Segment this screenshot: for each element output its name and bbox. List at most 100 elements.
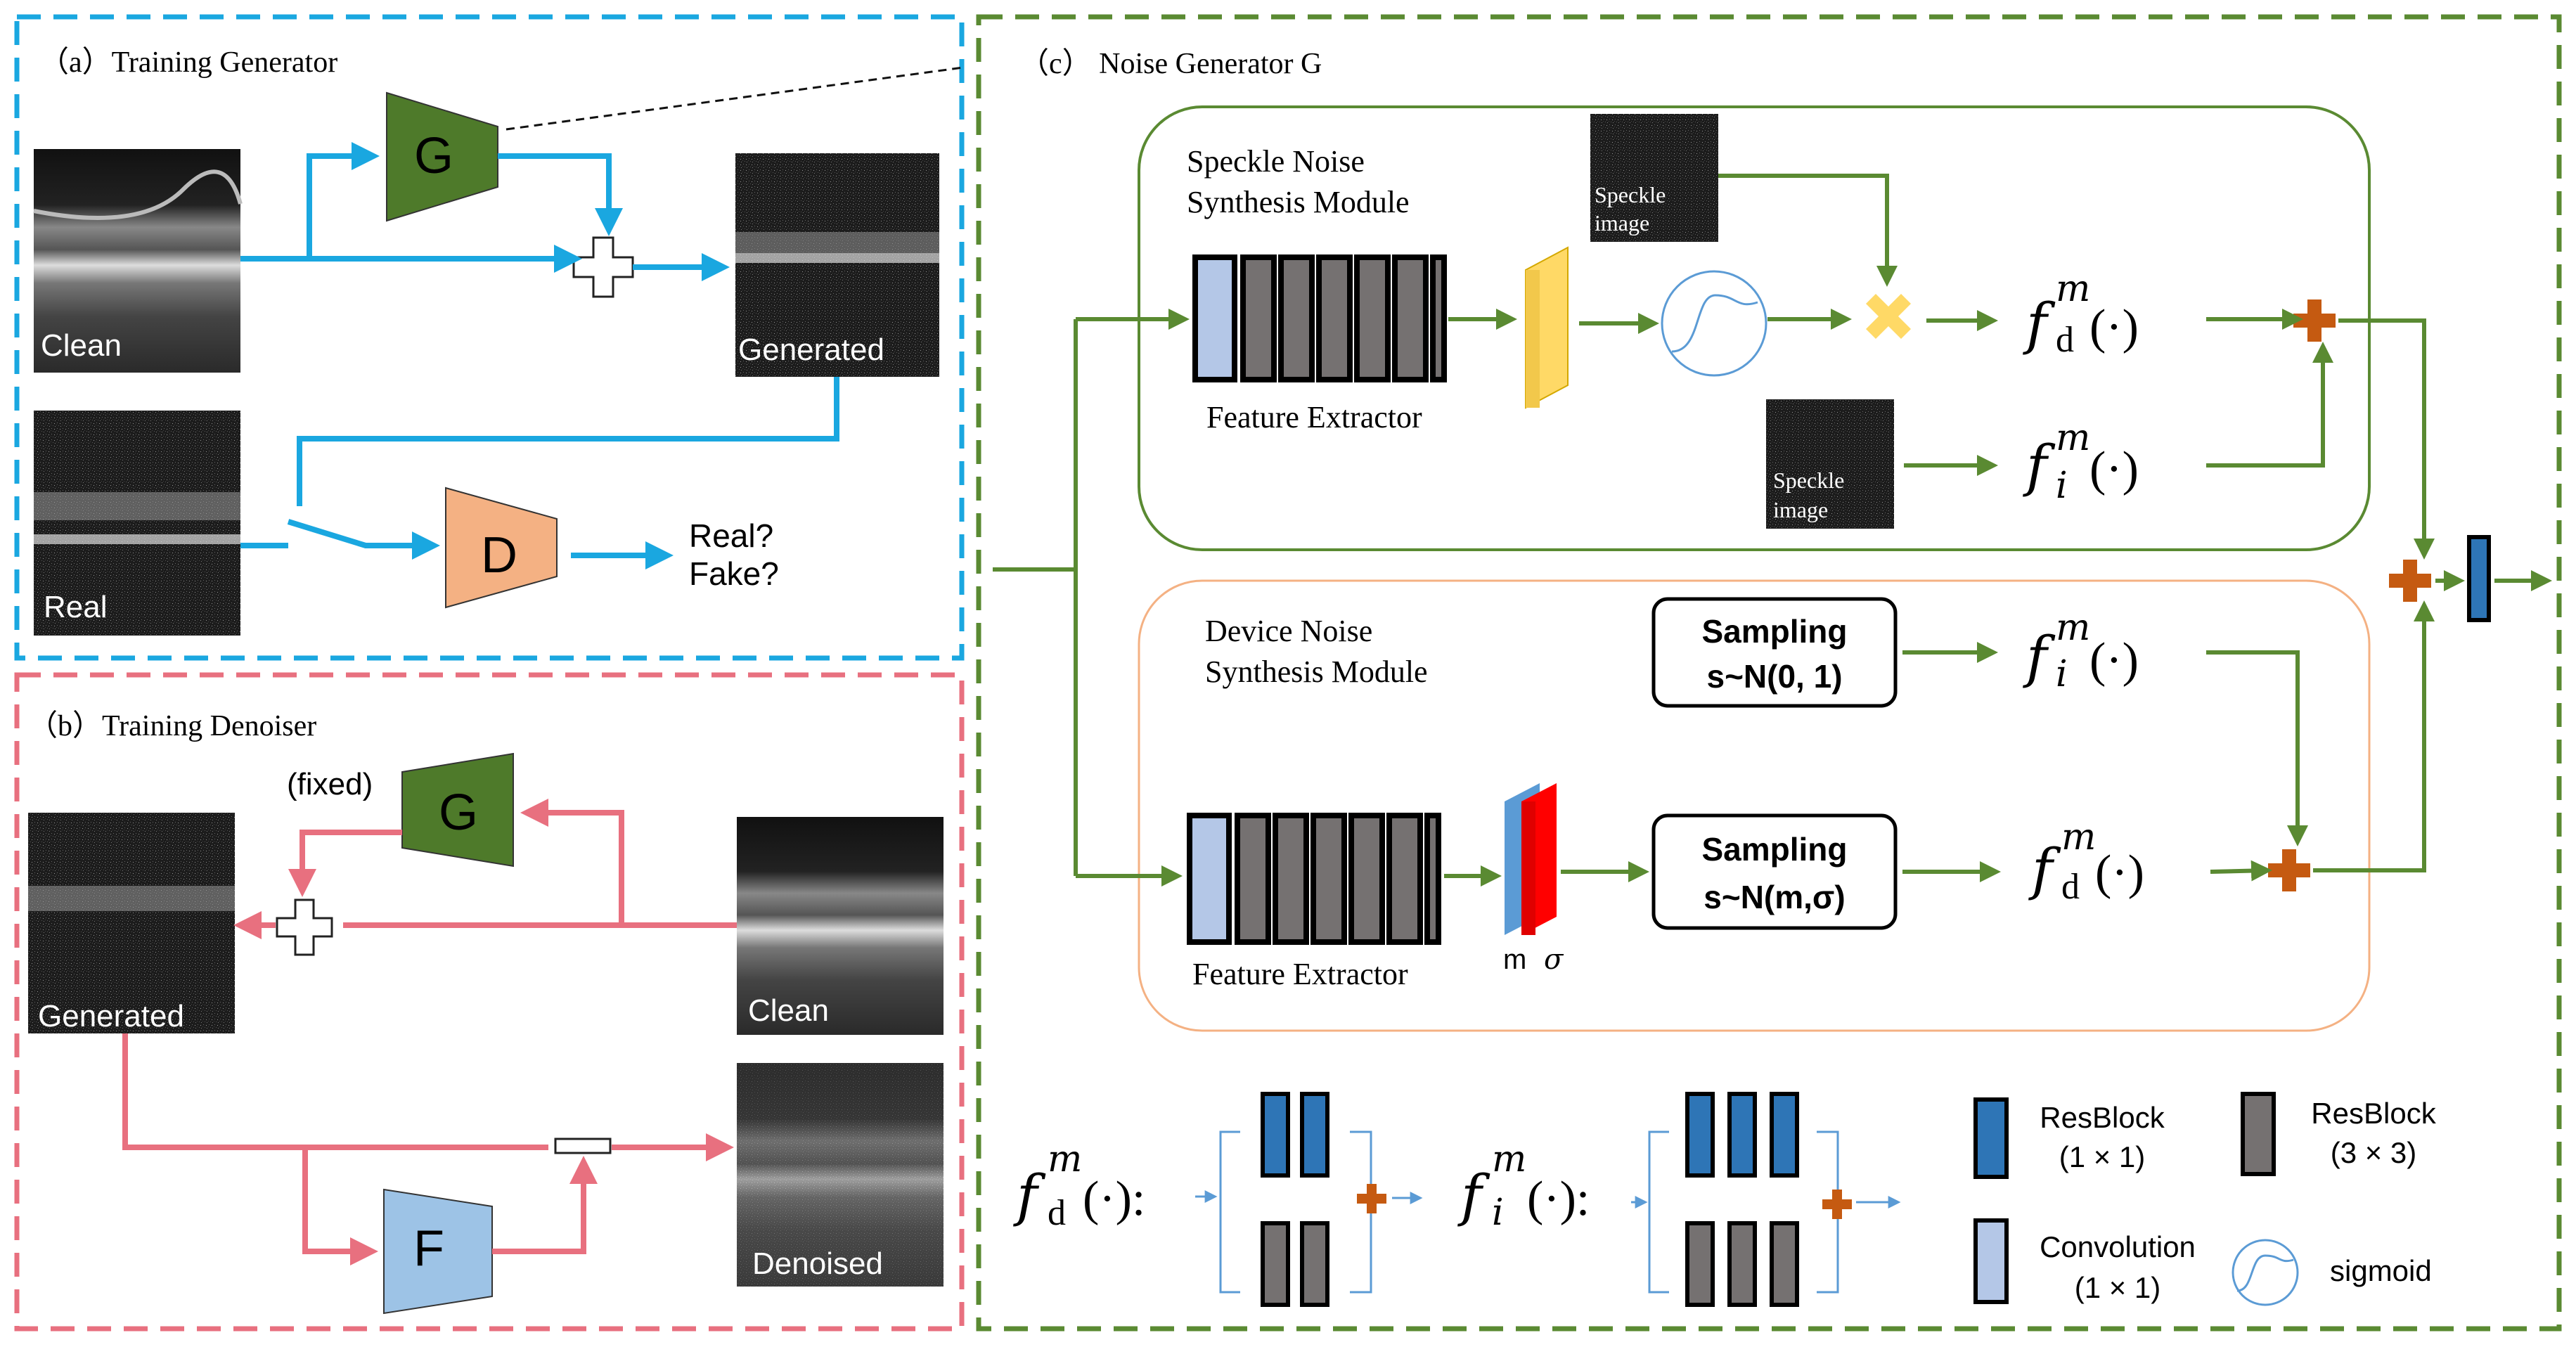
fixed-label: (fixed): [287, 767, 373, 801]
legend-fd-structure: [1195, 1092, 1423, 1307]
generator-block-b: [401, 752, 514, 868]
svg-text:i: i: [1492, 1192, 1504, 1234]
svg-text:d: d: [1048, 1193, 1066, 1233]
svg-text:m: m: [2056, 607, 2090, 649]
sum-node-final: [2389, 560, 2431, 602]
legend-fi-structure: [1631, 1092, 1901, 1307]
sampling-bottom-formula: s~N(m,σ): [1704, 879, 1845, 915]
svg-text:m: m: [2061, 816, 2096, 858]
clean-oct-image: [33, 149, 243, 373]
legend-resblock-3x3-size: (3 × 3): [2331, 1136, 2417, 1169]
panel-b-frame: [14, 672, 965, 1332]
speckle-image-bottom: [1766, 399, 1894, 529]
panel-b-title: （b）Training Denoiser: [28, 710, 316, 742]
panel-c-title: （c） Noise Generator G: [1019, 48, 1322, 80]
svg-text:i: i: [2056, 465, 2068, 507]
clean-label-b: Clean: [748, 993, 829, 1028]
feature-extractor-bottom: [1187, 813, 1441, 945]
discriminator-block: [445, 486, 558, 609]
feature-extractor-top-label: Feature Extractor: [1206, 400, 1422, 434]
fd-function-device: f m d (·): [2028, 816, 2144, 907]
legend-conv-swatch: [1973, 1218, 2009, 1304]
panel-b-connections: [122, 799, 737, 1265]
output-conv-block: [2467, 535, 2491, 622]
subtract-node: [554, 1137, 612, 1154]
speckle-image-bottom-label-2: image: [1773, 497, 1828, 522]
feature-extractor-top: [1192, 254, 1447, 382]
svg-text:f: f: [2023, 433, 2056, 498]
feature-map-yellow: [1525, 246, 1569, 409]
fd-function-top: f m d (·): [2023, 268, 2139, 360]
generator-label-a: G: [414, 128, 453, 184]
output-real: Real?: [689, 517, 773, 554]
generator-block-a: [386, 91, 498, 222]
svg-text:(·): (·): [2089, 300, 2139, 354]
svg-text:f: f: [2023, 624, 2056, 690]
panel-c-frame: [976, 14, 2562, 1332]
legend-resblock-3x3-swatch: [2241, 1092, 2276, 1176]
multiply-icon: [1866, 294, 1911, 339]
output-fake: Fake?: [689, 555, 779, 592]
sum-node-device: [2268, 849, 2310, 891]
legend-conv-label: Convolution: [2040, 1230, 2196, 1263]
sigma-label: σ: [1544, 943, 1564, 976]
sampling-box-top: [1651, 597, 1898, 708]
svg-text:i: i: [2056, 653, 2068, 695]
sampling-top-title: Sampling: [1701, 613, 1847, 650]
discriminator-label: D: [481, 527, 517, 584]
speckle-module-title-1: Speckle Noise: [1187, 144, 1365, 179]
speckle-module-title-2: Synthesis Module: [1187, 185, 1410, 219]
generated-oct-image: [735, 153, 939, 377]
svg-text:f: f: [1457, 1163, 1490, 1228]
panel-a-connections: [240, 142, 839, 569]
zoom-line: [505, 66, 964, 131]
svg-text:m: m: [2056, 417, 2090, 459]
svg-text:d: d: [2061, 867, 2080, 907]
mean-label: m: [1503, 944, 1526, 975]
svg-text:(·):: (·):: [1527, 1172, 1590, 1226]
fi-function-device: f m i (·): [2023, 607, 2139, 695]
svg-text:d: d: [2056, 320, 2074, 360]
legend-sigmoid-icon: [2232, 1239, 2299, 1306]
real-oct-image: [34, 411, 240, 636]
legend-conv-size: (1 × 1): [2075, 1271, 2161, 1304]
legend-resblock-1x1-size: (1 × 1): [2059, 1140, 2146, 1173]
generated-label-b: Generated: [38, 999, 184, 1033]
denoiser-block: [383, 1188, 493, 1315]
legend-resblock-1x1-swatch: [1973, 1097, 2009, 1179]
device-module-frame: [1138, 579, 2371, 1032]
clean-label: Clean: [41, 328, 122, 363]
sum-node-speckle: [2293, 299, 2336, 342]
denoised-label: Denoised: [752, 1246, 883, 1281]
feature-extractor-bottom-label: Feature Extractor: [1192, 957, 1408, 991]
sigmoid-icon: [1661, 270, 1767, 377]
sampling-top-formula: s~N(0, 1): [1706, 658, 1842, 695]
generated-oct-image-b: [28, 813, 235, 1033]
real-label: Real: [44, 590, 108, 624]
svg-text:m: m: [2056, 268, 2090, 310]
legend-resblock-1x1-label: ResBlock: [2040, 1101, 2165, 1134]
speckle-image-bottom-label-1: Speckle: [1773, 468, 1844, 493]
panel-c-connections: [993, 174, 2552, 887]
sum-node-a: [572, 236, 634, 298]
denoised-oct-image: [737, 1063, 944, 1287]
legend-fd-definition: f m d (·):: [1013, 1138, 1145, 1233]
legend-sigmoid-label: sigmoid: [2330, 1254, 2432, 1287]
sampling-box-bottom: [1651, 813, 1898, 930]
sum-node-b: [276, 898, 333, 956]
panel-a-title: （a）Training Generator: [39, 46, 337, 79]
speckle-module-frame: [1138, 105, 2371, 551]
speckle-image-top: [1590, 114, 1718, 242]
clean-oct-image-b: [737, 817, 944, 1035]
svg-text:(·):: (·):: [1083, 1172, 1145, 1226]
legend-resblock-3x3-label: ResBlock: [2311, 1097, 2436, 1130]
device-module-title-1: Device Noise: [1205, 614, 1372, 648]
legend-fi-definition: f m i (·):: [1457, 1138, 1590, 1234]
fi-function-top: f m i (·): [2023, 417, 2139, 507]
generated-label: Generated: [738, 333, 884, 367]
denoiser-label: F: [413, 1220, 444, 1277]
svg-text:f: f: [2028, 837, 2061, 902]
sampling-bottom-title: Sampling: [1701, 831, 1847, 868]
svg-text:m: m: [1492, 1138, 1526, 1180]
